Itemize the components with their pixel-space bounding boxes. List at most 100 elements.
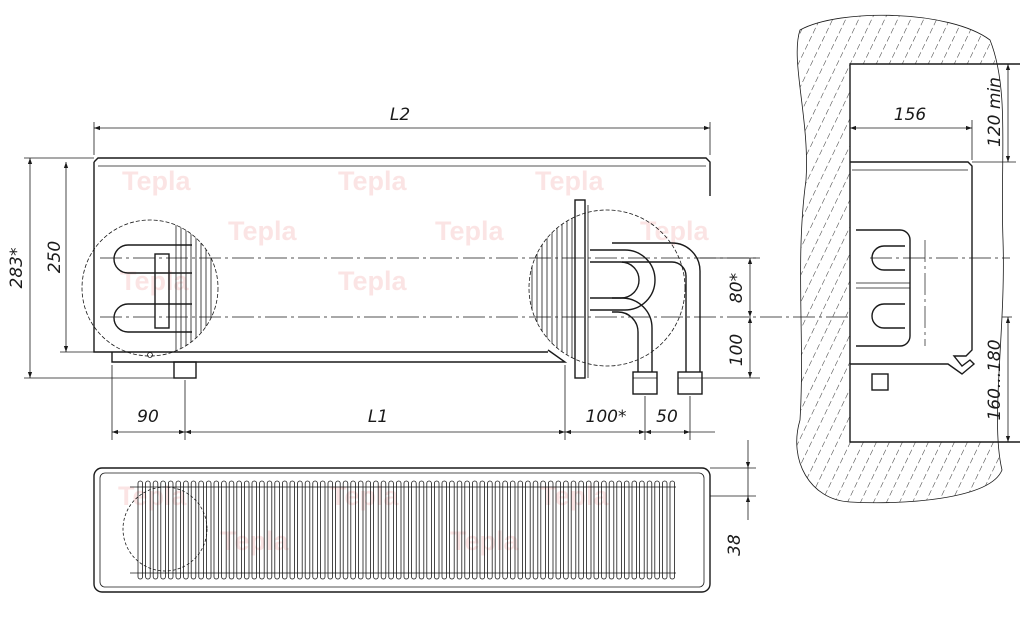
hatch-line: [488, 0, 738, 520]
hatch-line: [796, 15, 882, 503]
hatch-line: [397, 0, 647, 520]
grille-slat: [274, 480, 280, 580]
grille-slat: [418, 480, 425, 580]
foot-side: [871, 373, 889, 391]
dim-label-160-180: 160...180: [985, 339, 1005, 420]
dim-label-l2: L2: [390, 105, 410, 125]
foot-left: [173, 361, 197, 379]
hatch-line: [796, 15, 869, 503]
grille-slat: [373, 480, 379, 580]
watermark-text: Tepla: [330, 481, 399, 511]
hatch-line: [332, 0, 582, 520]
grille-slat: [601, 480, 607, 580]
hatch-line: [410, 0, 660, 520]
grille-slat: [145, 480, 151, 580]
grille-slat: [403, 480, 409, 580]
hatch-line: [540, 0, 790, 520]
grille-slat: [471, 480, 478, 580]
dim-label-120: 120 min: [985, 77, 1005, 147]
hatch-line: [306, 0, 556, 520]
grille-slat: [289, 480, 295, 580]
grille-slat: [251, 480, 257, 580]
detail-circle-right: [528, 209, 686, 367]
outlet-connector-left: [632, 371, 658, 395]
hatch-line: [796, 15, 856, 503]
dim-label-100-horizontal: 100*: [586, 407, 627, 427]
grille-slat: [548, 480, 554, 580]
watermark-layer: Tepla Tepla Tepla Tepla Tepla Tepla Tepl…: [118, 166, 935, 556]
hatch-line: [319, 0, 569, 520]
return-pipe-outer: [612, 297, 653, 372]
grille-slat: [669, 480, 675, 580]
grille-slat: [388, 480, 394, 580]
grille-slat: [502, 480, 508, 580]
grille-slat: [631, 480, 637, 580]
grille-slats: [130, 480, 676, 580]
watermark-text: Tepla: [640, 216, 709, 246]
grille-slat: [464, 480, 470, 580]
return-pipe-inner: [612, 311, 639, 372]
grille-slat: [586, 480, 592, 580]
grille-slat: [350, 480, 356, 580]
hatch-line: [796, 15, 817, 503]
section-boundary: [796, 14, 1004, 504]
watermark-text: Tepla: [338, 166, 407, 196]
fins-right: [531, 212, 573, 366]
grille-slat: [646, 480, 653, 580]
watermark-text: Tepla: [435, 216, 504, 246]
hatch-line: [475, 0, 725, 520]
grille-slat: [266, 480, 273, 580]
side-tube-lower: [871, 303, 905, 329]
grille-slat: [532, 480, 539, 580]
heat-tube-upper: [113, 244, 192, 274]
grille-slat: [228, 480, 235, 580]
dim-label-100-vertical: 100: [727, 334, 747, 366]
supply-pipe-inner: [622, 261, 687, 372]
mounting-plate: [574, 199, 586, 379]
grille-slat: [593, 480, 599, 580]
u-bend-outer: [590, 249, 656, 311]
grille-slat: [319, 480, 326, 580]
grille-slat: [213, 480, 219, 580]
grille-slat: [654, 480, 660, 580]
hatch-line: [462, 0, 712, 520]
grille-slat: [259, 480, 265, 580]
grille-slat: [312, 480, 318, 580]
grille-slat: [167, 480, 174, 580]
dim-label-l1: L1: [368, 407, 388, 427]
hatch-line: [796, 15, 830, 503]
grille-frame-inner: [99, 472, 705, 588]
grille-slat: [525, 480, 531, 580]
hatch-line: [796, 15, 804, 503]
grille-slat: [555, 480, 561, 580]
supply-pipe-outer: [612, 242, 701, 372]
grille-slat: [395, 480, 402, 580]
grille-slat: [137, 480, 143, 580]
hatch-line: [796, 15, 843, 503]
hatch-line: [280, 0, 530, 520]
grille-slat: [578, 480, 584, 580]
grille-slat: [624, 480, 630, 580]
grille-slat: [198, 480, 204, 580]
grille-slat: [175, 480, 181, 580]
hatch-line: [436, 0, 686, 520]
watermark-text: Tepla: [338, 266, 407, 296]
grille-slat: [411, 480, 417, 580]
grille-slat: [221, 480, 227, 580]
collector-plate: [154, 253, 170, 329]
grille-slat: [540, 480, 546, 580]
recess-outline: [849, 63, 1020, 443]
grille-frame-outer: [93, 467, 711, 593]
grille-slat: [327, 480, 333, 580]
housing-top-edge: [93, 157, 711, 196]
grille-slat: [183, 480, 189, 580]
convector-body: [850, 161, 976, 375]
detail-right-internals: [531, 212, 573, 366]
u-bend-inner: [590, 261, 640, 299]
grille-slat: [639, 480, 645, 580]
hatch-line: [293, 0, 543, 520]
hatch-line: [345, 0, 595, 520]
grille-slat: [190, 480, 197, 580]
housing-left-edge: [93, 162, 112, 353]
hatch-line: [501, 0, 751, 520]
